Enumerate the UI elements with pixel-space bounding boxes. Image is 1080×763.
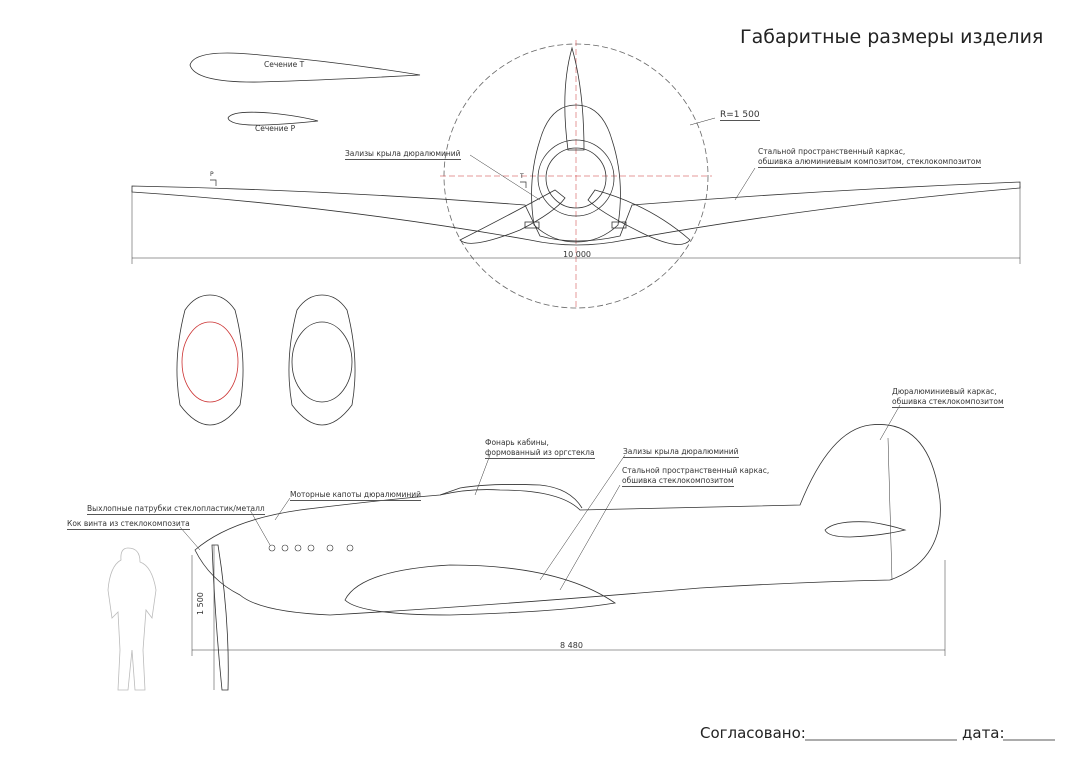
exhaust-label: Выхлопные патрубки стеклопластик/металл — [87, 504, 265, 515]
cross-section-1 — [176, 294, 244, 426]
side-wing-fillet-label: Зализы крыла дюралюминий — [623, 447, 739, 458]
height-dimension: 1 500 — [196, 592, 205, 615]
front-wing — [131, 181, 1021, 246]
tail-label-2: обшивка стеклокомпозитом — [892, 397, 1004, 408]
propeller-blade — [459, 189, 566, 244]
cross-section-2 — [288, 294, 356, 426]
side-frame-label-1: Стальной пространственный каркас, — [622, 466, 770, 475]
propeller-blade — [564, 46, 585, 151]
canopy-label-1: Фонарь кабины, — [485, 438, 549, 447]
section-t-label: Сечение Т — [264, 60, 305, 69]
section-p-label: Сечение Р — [255, 124, 296, 133]
side-wing — [344, 564, 617, 616]
propeller-side — [211, 544, 229, 691]
spinner-label: Кок винта из стеклокомпозита — [67, 519, 190, 530]
length-dimension: 8 480 — [560, 641, 583, 650]
span-dimension: 10 000 — [563, 250, 591, 259]
approved-label: Согласовано: — [700, 724, 806, 742]
side-fuselage — [194, 424, 941, 616]
front-frame-label-1: Стальной пространственный каркас, — [758, 147, 906, 156]
side-canopy — [439, 484, 583, 509]
tail-label-1: Дюралюминиевый каркас, — [892, 387, 997, 396]
cowling-label: Моторные капоты дюралюминий — [290, 490, 422, 501]
radius-label: R=1 500 — [720, 110, 760, 121]
front-wing-fillet-label: Зализы крыла дюралюминий — [345, 149, 461, 160]
horizontal-stabilizer — [824, 521, 907, 538]
front-frame-label-2: обшивка алюминиевым композитом, стеклоко… — [758, 157, 982, 168]
section-p-airfoil — [227, 111, 319, 126]
marker-t: T — [520, 173, 524, 180]
side-frame-label-2: обшивка стеклокомпозитом — [622, 476, 734, 487]
date-label: дата: — [962, 724, 1005, 742]
canopy-label-2: формованный из оргстекла — [485, 448, 595, 459]
marker-p: P — [210, 171, 214, 178]
section-t-airfoil — [189, 52, 421, 83]
human-silhouette — [107, 547, 157, 691]
drawing-title: Габаритные размеры изделия — [740, 26, 1044, 48]
propeller-blade — [587, 189, 691, 245]
